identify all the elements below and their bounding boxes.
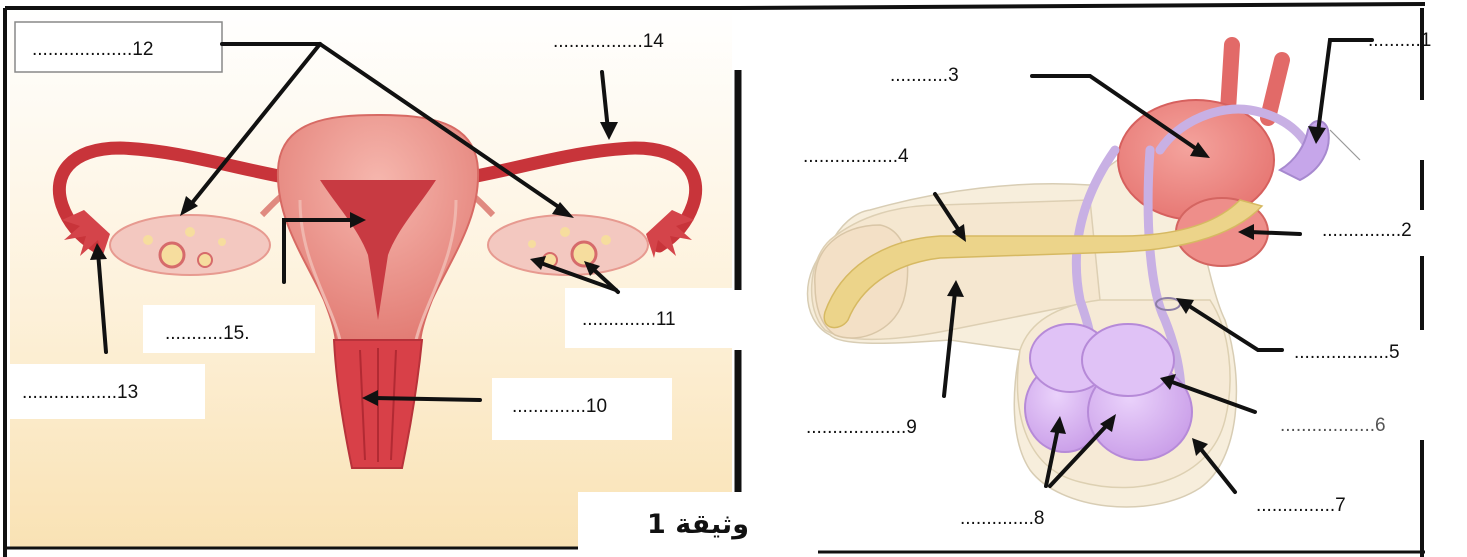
document-caption: وثيقة 1 [578,492,818,557]
label-2: ...............2 [1322,219,1412,243]
label-9: ...................9 [806,416,917,440]
label-12: ...................12 [32,38,153,62]
label-13: ..................13 [22,381,138,405]
label-10: ..............10 [512,395,607,419]
label-3: ...........3 [890,64,959,88]
label-4: ..................4 [803,145,909,169]
testes [1025,324,1192,460]
label-5: ..................5 [1294,341,1400,365]
label-1: ..........1 [1368,29,1431,53]
label-14: .................14 [553,30,664,54]
label-7: ...............7 [1256,494,1346,518]
label-11: ..............11 [582,308,676,332]
female-panel [0,8,737,548]
label-8: ..............8 [960,507,1044,531]
label-15: ...........15. [165,322,249,346]
label-6: ..................6 [1280,414,1386,438]
